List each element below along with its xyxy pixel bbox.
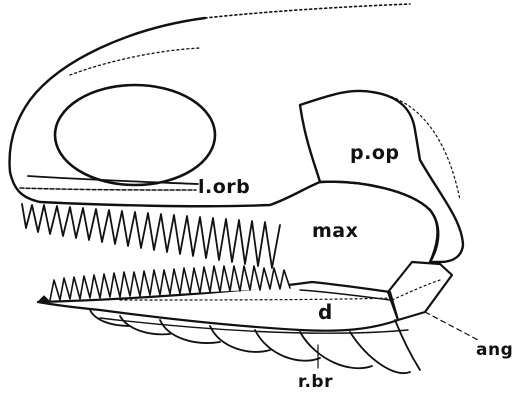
label-dentary: d — [318, 300, 333, 324]
angular-plate — [388, 262, 452, 320]
skull-roof-dotted-line — [205, 4, 410, 18]
branchiostegal-base-line — [100, 318, 408, 333]
jaw-tip — [38, 296, 50, 302]
upper-teeth — [22, 204, 280, 268]
branchiostegal-ray-8 — [395, 320, 420, 370]
leader-line-ang — [425, 312, 478, 340]
label-postopercular: p.op — [350, 142, 399, 164]
label-maxilla: max — [312, 220, 358, 242]
orbit — [55, 85, 215, 185]
orbital-bar-line-2 — [20, 188, 196, 190]
lower-jaw-dotted — [120, 298, 392, 300]
label-lacrimal-orbital: l.orb — [198, 176, 250, 198]
branchiostegal-ray-7 — [350, 332, 410, 373]
label-angular: ang — [476, 340, 513, 360]
branchiostegal-ray-6 — [300, 332, 372, 368]
angular-dotted — [392, 280, 440, 300]
label-branchiostegal-rays: r.br — [298, 372, 333, 392]
